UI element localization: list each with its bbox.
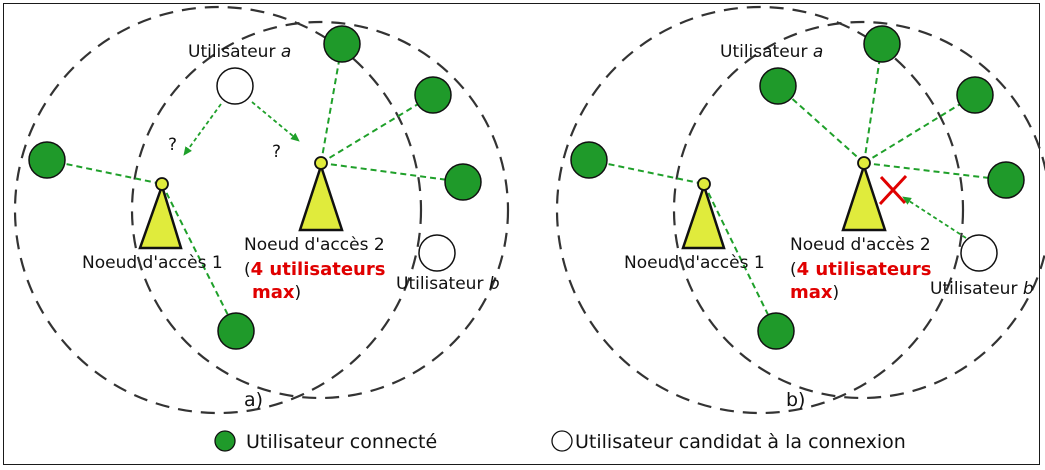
- question-mark: ?: [168, 135, 177, 155]
- question-mark: ?: [272, 142, 281, 162]
- coverage-circle-node1: [555, 5, 965, 415]
- link-line: [863, 94, 976, 164]
- link-line: [320, 43, 343, 164]
- antenna-icon: [155, 177, 169, 191]
- panel-b-label: b): [786, 389, 805, 411]
- node2-capacity-max: max): [252, 282, 301, 303]
- antenna-icon: [314, 156, 328, 170]
- user-b-label: Utilisateur b: [930, 279, 1034, 299]
- link-line: [863, 162, 1007, 181]
- user-b-label: Utilisateur b: [396, 274, 500, 294]
- candidate-arrow: [183, 103, 222, 156]
- connected-user: [987, 161, 1025, 199]
- coverage-circle-node2: [130, 20, 510, 400]
- node2-capacity-max: max): [790, 282, 839, 303]
- panel-a-label: a): [244, 389, 263, 411]
- connected-user: [444, 163, 482, 201]
- access-node-1: [138, 182, 183, 250]
- node1-label: Noeud d'accès 1: [624, 253, 765, 273]
- legend-candidate-swatch: [551, 430, 573, 452]
- panel-a: Utilisateur a ? ? Noeud d'accès 1 Noeud …: [13, 5, 510, 415]
- legend-candidate-label: Utilisateur candidat à la connexion: [575, 431, 906, 453]
- connected-user: [414, 76, 452, 114]
- candidate-user-b: [418, 234, 456, 272]
- link-line: [863, 43, 883, 164]
- node1-label: Noeud d'accès 1: [82, 253, 223, 273]
- coverage-circle-node2: [672, 20, 1045, 400]
- connected-user: [757, 312, 795, 350]
- connected-user: [217, 312, 255, 350]
- antenna-icon: [697, 177, 711, 191]
- panel-b: Utilisateur a Noeud d'accès 1 Noeud d'ac…: [555, 5, 1045, 415]
- link-line: [320, 162, 464, 183]
- access-node-1: [681, 182, 726, 250]
- user-a-label: Utilisateur a: [188, 42, 291, 62]
- figure-border: [3, 3, 1040, 465]
- link-line: [320, 94, 434, 164]
- candidate-arrow: [251, 101, 300, 142]
- connected-user-a: [759, 67, 797, 105]
- link-line: [703, 183, 777, 332]
- legend-connected-swatch: [214, 430, 236, 452]
- connected-user: [28, 141, 66, 179]
- legend: Utilisateur connecté Utilisateur candida…: [214, 430, 906, 453]
- cross-icon: [878, 174, 908, 206]
- access-node-2: [298, 161, 344, 232]
- user-a-label: Utilisateur a: [720, 42, 823, 62]
- node2-label: Noeud d'accès 2: [244, 235, 385, 255]
- legend-connected-label: Utilisateur connecté: [246, 431, 437, 453]
- node2-label: Noeud d'accès 2: [790, 235, 931, 255]
- candidate-user-b: [960, 234, 998, 272]
- connected-user: [956, 76, 994, 114]
- connected-user: [863, 25, 901, 63]
- candidate-arrow: [902, 196, 967, 239]
- link-line: [161, 183, 237, 332]
- node2-capacity: (4 utilisateurs: [244, 259, 385, 280]
- node2-capacity: (4 utilisateurs: [790, 259, 931, 280]
- connected-user: [323, 25, 361, 63]
- coverage-circle-node1: [13, 5, 423, 415]
- antenna-icon: [857, 156, 871, 170]
- candidate-user-a: [216, 67, 254, 105]
- connected-user: [570, 141, 608, 179]
- access-node-2: [841, 161, 887, 232]
